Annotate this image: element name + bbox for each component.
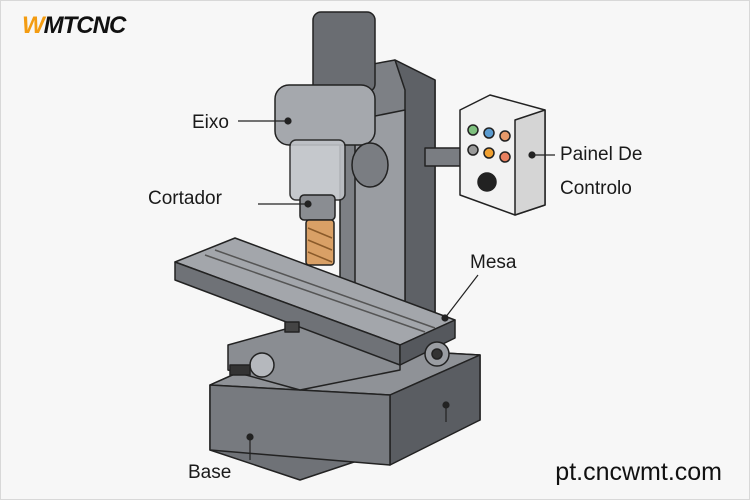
panel-button — [499, 130, 511, 142]
panel-button — [483, 127, 495, 139]
base-marker-dot — [442, 401, 450, 409]
motor — [312, 11, 376, 93]
cutter-flute — [307, 251, 333, 263]
saddle-handle — [229, 364, 251, 376]
logo-accent: W — [22, 12, 45, 39]
panel-button — [467, 124, 479, 136]
logo-text: MTCNC — [43, 12, 127, 39]
label-spindle: Eixo — [192, 112, 229, 133]
table-side — [399, 319, 456, 366]
panel-button — [499, 151, 511, 163]
saddle-handwheel — [249, 352, 275, 378]
cutter — [305, 219, 335, 266]
cutter-flute — [307, 239, 333, 251]
label-cutter: Cortador — [148, 188, 222, 209]
leader-dot-table — [441, 314, 449, 322]
spindle-nose — [299, 194, 336, 221]
leader-dot-cutter — [304, 200, 312, 208]
base-front — [209, 384, 391, 466]
cutter-flute — [307, 227, 333, 239]
control-panel-side — [514, 109, 546, 216]
leader-dot-base — [246, 433, 254, 441]
table-lock — [284, 321, 300, 333]
label-control-panel-2: Controlo — [560, 178, 632, 199]
leader-dot-spindle — [284, 117, 292, 125]
label-control-panel-1: Painel De — [560, 144, 643, 165]
label-base: Base — [188, 462, 232, 483]
panel-arm — [424, 147, 466, 167]
website-url: pt.cncwmt.com — [555, 458, 722, 486]
spindle-head — [274, 84, 376, 146]
panel-button — [483, 147, 495, 159]
table-handwheel-hub — [431, 348, 443, 360]
panel-button — [467, 144, 479, 156]
brand-logo: WMTCNC — [22, 12, 127, 40]
leader-dot-control-panel — [528, 151, 536, 159]
table-slot — [214, 249, 436, 329]
leader-line-table — [444, 274, 479, 319]
spindle-housing — [289, 139, 346, 201]
panel-knob — [477, 172, 497, 192]
table-slot — [204, 254, 426, 333]
quill-mount — [351, 142, 389, 188]
label-table: Mesa — [470, 252, 517, 273]
